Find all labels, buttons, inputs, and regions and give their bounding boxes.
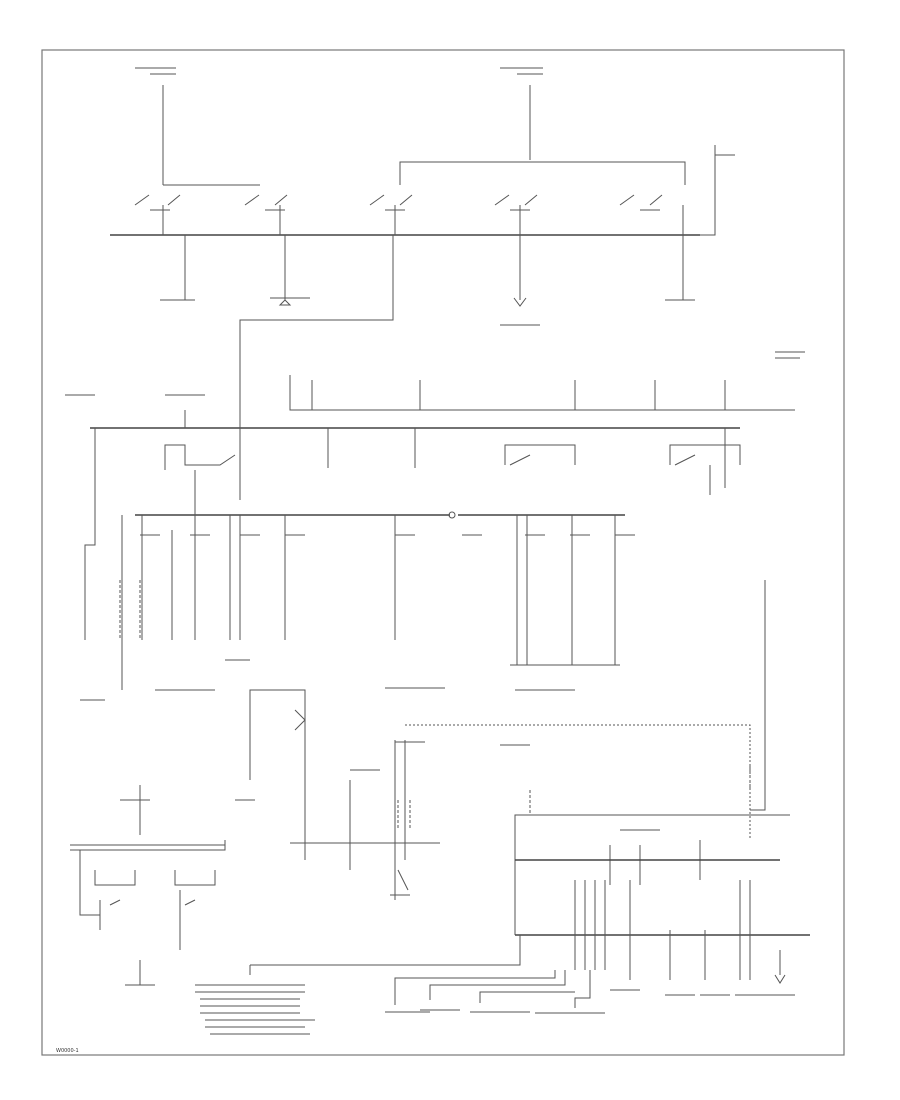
lower-circuits	[249, 689, 751, 900]
top-fuse-left	[150, 67, 176, 185]
middle-colored-drops	[84, 470, 620, 690]
lower-left-relay-box	[70, 785, 226, 985]
footer-code: W0000-1	[56, 1048, 79, 1054]
middle-relay-block	[90, 360, 795, 519]
label-marks	[65, 67, 805, 1035]
lower-right-control-module	[249, 580, 810, 1008]
diagram-frame	[41, 49, 845, 1056]
switch-row-drops	[184, 235, 684, 360]
top-fuse-right	[399, 67, 686, 185]
ignition-switch-row	[110, 145, 716, 236]
